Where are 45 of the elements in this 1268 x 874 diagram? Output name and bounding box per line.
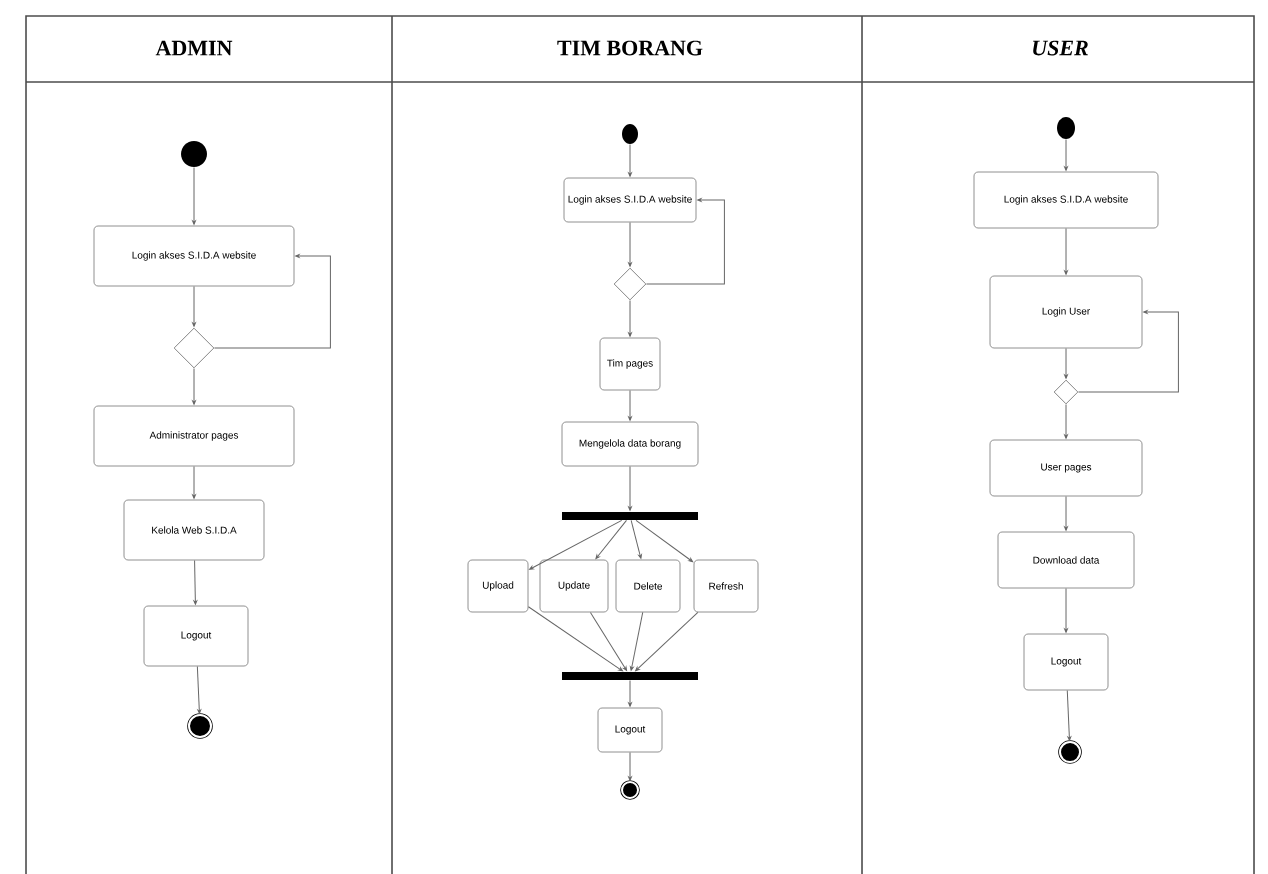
arrow <box>630 519 642 559</box>
end-node <box>620 780 640 800</box>
arrow <box>192 465 196 499</box>
arrow <box>628 299 632 337</box>
decision-diamond <box>613 267 647 301</box>
arrow <box>1064 587 1068 633</box>
start-node <box>622 124 638 144</box>
start-node <box>181 141 207 167</box>
arrow <box>645 198 725 285</box>
fork-bar <box>562 672 698 680</box>
arrow <box>628 143 632 177</box>
arrow <box>192 285 196 327</box>
arrow <box>1064 403 1068 439</box>
arrow <box>1064 138 1068 171</box>
arrow <box>192 367 196 405</box>
arrow <box>628 465 632 511</box>
arrow <box>628 751 632 781</box>
arrow <box>529 519 623 570</box>
arrow <box>192 166 196 225</box>
start-node <box>1057 117 1075 139</box>
arrow <box>635 611 699 672</box>
fork-bar <box>562 512 698 520</box>
column-header: USER <box>1033 40 1088 56</box>
arrow <box>628 679 632 707</box>
end-node <box>1058 740 1082 764</box>
arrow <box>1077 310 1179 393</box>
arrow <box>628 221 632 267</box>
arrow <box>1066 689 1072 741</box>
arrow <box>527 606 623 672</box>
arrow <box>193 559 198 605</box>
arrow <box>635 519 694 563</box>
decision-diamond <box>173 327 215 369</box>
arrow <box>589 611 628 671</box>
arrow <box>629 611 644 671</box>
arrow <box>595 519 627 560</box>
arrow <box>196 665 202 714</box>
column-header: ADMIN <box>155 40 233 56</box>
arrow <box>628 389 632 421</box>
end-node <box>187 713 213 739</box>
arrow <box>1064 495 1068 531</box>
arrow <box>1064 227 1068 275</box>
arrow <box>1064 347 1068 379</box>
decision-diamond <box>1053 379 1079 405</box>
column-header: TIM BORANG <box>557 40 703 56</box>
arrow <box>213 254 331 349</box>
